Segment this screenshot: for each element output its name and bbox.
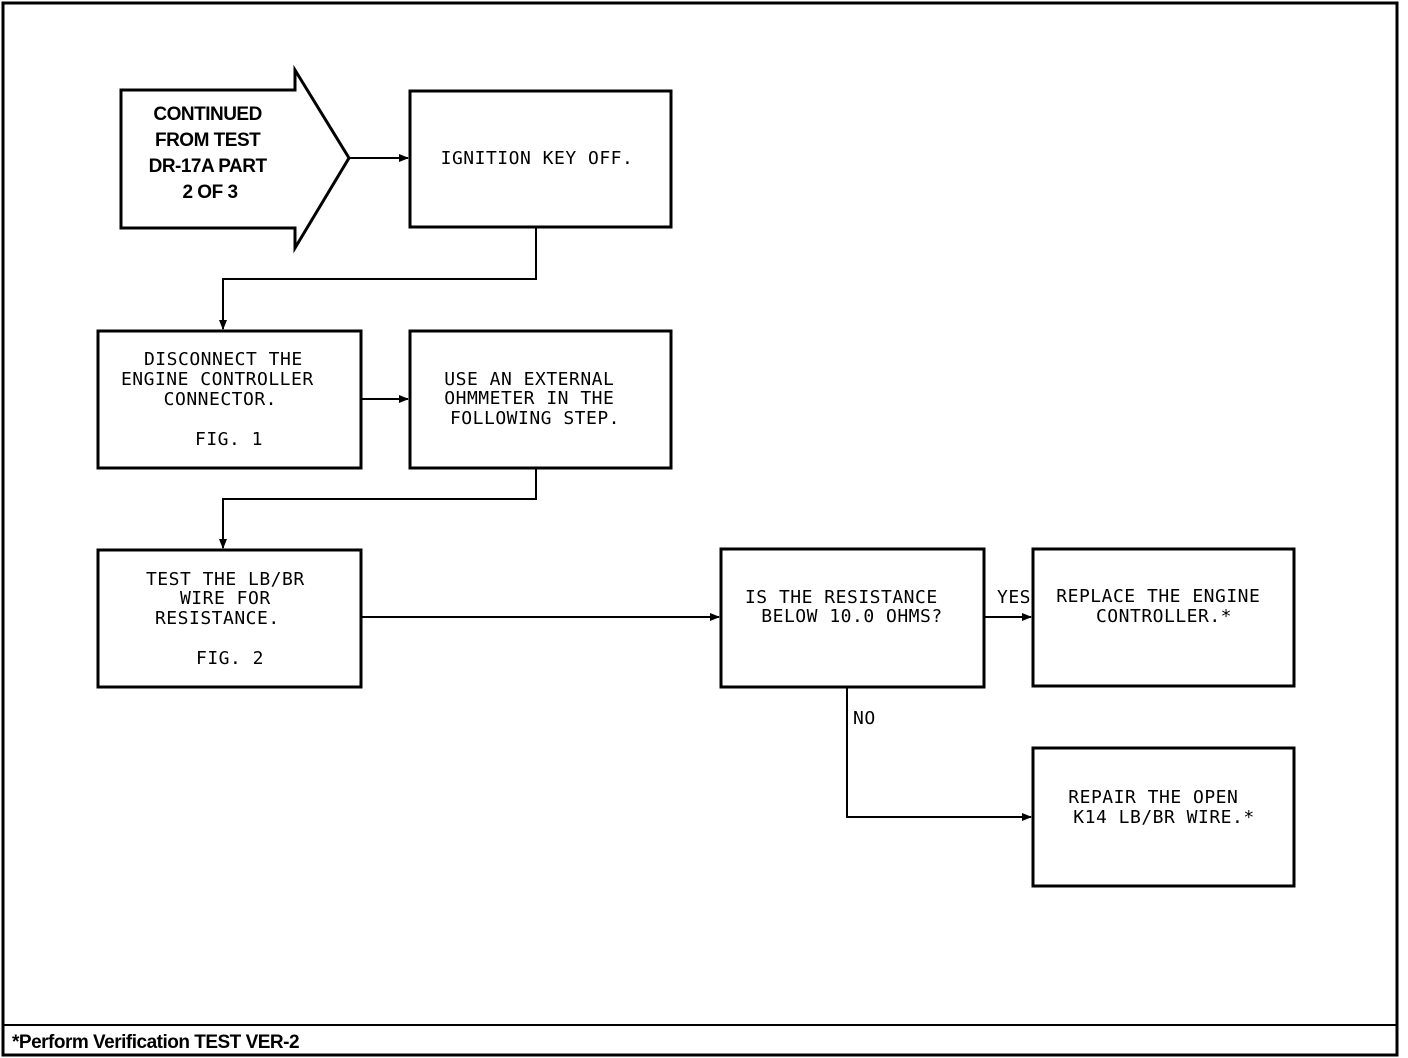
step-line: REPAIR THE OPEN	[1068, 787, 1238, 808]
step-line: REPLACE THE ENGINE	[1056, 586, 1260, 607]
figure-reference: FIG. 1	[195, 429, 263, 450]
svg-text:REPAIR THE OPEN K14 LB/B: REPAIR THE OPEN K14 LB/BR WIRE.*	[1068, 787, 1254, 828]
step-line: OHMMETER IN THE	[444, 388, 614, 409]
step-line: USE AN EXTERNAL	[444, 369, 614, 390]
connector-decision-no	[846, 687, 1032, 821]
step-line: DISCONNECT THE	[144, 349, 303, 370]
step-ignition-key-off: IGNITION KEY OFF.	[408, 89, 673, 229]
step-box	[96, 329, 363, 470]
decision-resistance: IS THE RESISTANCE BELOW 10.0 OHMS?	[719, 547, 986, 689]
svg-text:TEST THE LB/BR WIRE FOR: TEST THE LB/BR WIRE FOR RESISTANCE. FIG.…	[146, 569, 316, 669]
branch-label-no: NO	[853, 708, 876, 729]
step-line: CONNECTOR.	[164, 389, 277, 410]
step-line: WIRE FOR	[180, 588, 271, 609]
svg-text:REPLACE THE ENGINE CONTR: REPLACE THE ENGINE CONTROLLER.*	[1056, 586, 1271, 627]
step-box	[1031, 547, 1296, 688]
step-box	[408, 329, 673, 470]
svg-text:IS THE RESISTANCE BELOW: IS THE RESISTANCE BELOW 10.0 OHMS?	[745, 587, 949, 627]
start-line: FROM TEST	[155, 130, 261, 151]
start-line: DR-17A PART	[149, 156, 268, 177]
step-line: IS THE RESISTANCE	[745, 587, 938, 608]
start-arrow-shape	[119, 64, 351, 254]
connectors	[219, 154, 1032, 821]
figure-reference: FIG. 2	[196, 648, 264, 669]
step-use-ohmmeter: USE AN EXTERNAL OHMMETER IN THE FOLLOWIN…	[408, 329, 673, 470]
start-line: CONTINUED	[153, 104, 261, 125]
connector-ohmmeter-to-test	[219, 468, 537, 549]
start-block: CONTINUED FROM TEST DR-17A PART 2 OF 3	[119, 64, 351, 254]
result-replace-controller: REPLACE THE ENGINE CONTROLLER.*	[1031, 547, 1296, 688]
step-test-wire: TEST THE LB/BR WIRE FOR RESISTANCE. FIG.…	[96, 548, 363, 689]
step-line: RESISTANCE.	[155, 608, 280, 629]
step-line: ENGINE CONTROLLER	[121, 369, 314, 390]
footer-note: *Perform Verification TEST VER-2	[12, 1032, 300, 1053]
step-line: K14 LB/BR WIRE.*	[1073, 807, 1254, 828]
step-disconnect-connector: DISCONNECT THE ENGINE CONTROLLER CONNECT…	[96, 329, 363, 470]
result-repair-wire: REPAIR THE OPEN K14 LB/BR WIRE.*	[1031, 746, 1296, 888]
step-box	[96, 548, 363, 689]
connector-ignition-to-disconnect	[219, 227, 537, 330]
step-line: BELOW 10.0 OHMS?	[761, 606, 942, 627]
svg-text:IGNITION KEY OFF.: IGNITION KEY OFF.	[441, 148, 634, 169]
svg-text:USE AN EXTERNAL OHMMETER: USE AN EXTERNAL OHMMETER IN THE FOLLOWIN…	[444, 369, 625, 429]
svg-text:DISCONNECT THE ENGINE CO: DISCONNECT THE ENGINE CONTROLLER CONNECT…	[121, 349, 325, 450]
start-line: 2 OF 3	[182, 182, 237, 203]
step-line: CONTROLLER.*	[1096, 606, 1232, 627]
svg-text:CONTINUED FROM TEST: CONTINUED FROM TEST DR-17A PART 2 OF 3	[149, 104, 272, 203]
branch-label-yes: YES	[997, 587, 1031, 608]
step-line: IGNITION KEY OFF.	[441, 148, 634, 169]
step-box	[1031, 746, 1296, 888]
step-box	[408, 89, 673, 229]
step-line: TEST THE LB/BR	[146, 569, 305, 590]
step-line: FOLLOWING STEP.	[450, 408, 620, 429]
